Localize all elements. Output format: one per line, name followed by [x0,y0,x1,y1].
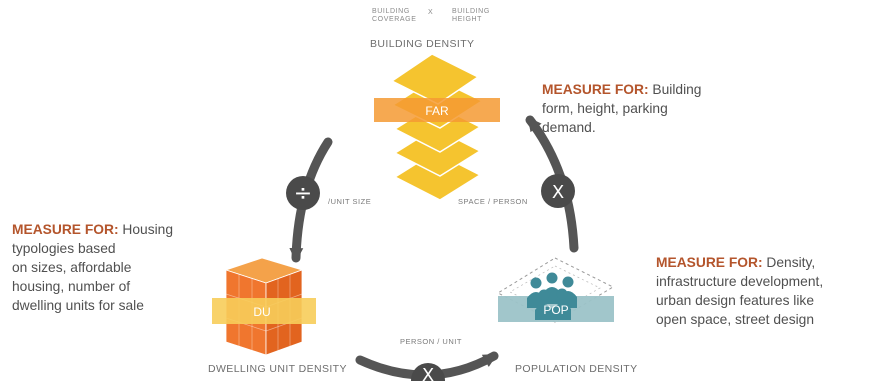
building-measure-text: MEASURE FOR: Building form, height, park… [542,82,702,135]
dwelling-unit-density-title: DWELLING UNIT DENSITY [208,363,347,375]
population-density-title: POPULATION DENSITY [515,363,638,375]
building-density-title: BUILDING DENSITY [370,38,475,50]
dwelling-measure-heading: MEASURE FOR: [12,222,119,237]
dwelling-measure-text: MEASURE FOR: Housing typologies based on… [12,222,174,313]
divide-symbol: ÷ [294,181,312,206]
multiply-bottom-operator-circle [411,363,445,381]
person-per-unit-label: PERSON / UNIT [400,337,462,346]
population-measure-heading: MEASURE FOR: [656,255,763,270]
divide-operator-circle [286,176,320,210]
building-layers-graphic [374,53,500,201]
du-band [212,298,316,324]
population-measure-text: MEASURE FOR: Density, infrastructure dev… [656,255,824,327]
dwelling-cube-graphic [212,257,316,356]
far-band [374,98,500,122]
pop-badge: POP [543,303,568,317]
multiply-right-operator-circle [541,174,575,208]
factor-multiply-sign: X [428,9,434,16]
building-height-label: BUILDING HEIGHT [452,8,490,23]
population-graphic [496,257,615,323]
du-badge: DU [253,305,270,319]
unit-size-label: /UNIT SIZE [328,197,372,206]
far-badge: FAR [425,104,449,118]
space-per-person-label: SPACE / PERSON [458,197,528,206]
building-coverage-label: BUILDING COVERAGE [372,8,417,23]
multiply-bottom-symbol: X [422,365,434,381]
building-measure-heading: MEASURE FOR: [542,82,649,97]
multiply-right-symbol: X [552,182,564,203]
